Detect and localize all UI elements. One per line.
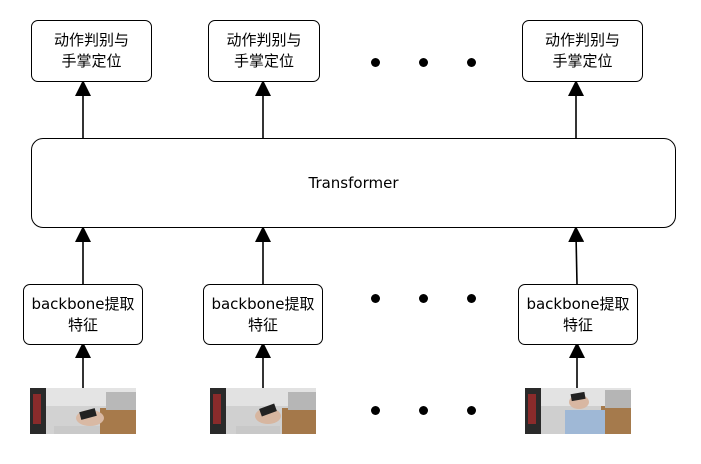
video-frame-thumbnail-icon	[525, 388, 631, 434]
ellipsis-dot	[371, 294, 380, 303]
transformer-label: Transformer	[308, 173, 399, 192]
ellipsis-dot	[419, 294, 428, 303]
transformer-block: Transformer	[31, 138, 676, 228]
ellipsis-dot	[419, 406, 428, 415]
backbone-box-2: backbone提取 特征	[203, 284, 323, 345]
ellipsis-dot	[371, 58, 380, 67]
ellipsis-bottom	[371, 406, 476, 415]
output-box-label: 动作判别与 手掌定位	[226, 31, 302, 70]
output-box-1: 动作判别与 手掌定位	[31, 20, 152, 82]
backbone-box-label: backbone提取 特征	[526, 294, 630, 334]
ellipsis-dot	[467, 406, 476, 415]
backbone-box-1: backbone提取 特征	[23, 284, 143, 345]
output-box-label: 动作判别与 手掌定位	[53, 31, 129, 70]
video-frame-thumbnail-icon	[30, 388, 136, 434]
backbone-box-3: backbone提取 特征	[518, 284, 638, 345]
ellipsis-top	[371, 58, 476, 67]
ellipsis-dot	[467, 294, 476, 303]
arrow-backbone3-transformer	[568, 226, 585, 285]
ellipsis-dot	[467, 58, 476, 67]
ellipsis-middle	[371, 294, 476, 303]
video-frame-1	[30, 388, 136, 434]
ellipsis-dot	[419, 58, 428, 67]
output-box-label: 动作判别与 手掌定位	[544, 31, 620, 70]
video-frame-2	[210, 388, 316, 434]
video-frame-3	[525, 388, 631, 434]
output-box-2: 动作判别与 手掌定位	[208, 20, 320, 82]
ellipsis-dot	[371, 406, 380, 415]
backbone-box-label: backbone提取 特征	[31, 294, 135, 334]
video-frame-thumbnail-icon	[210, 388, 316, 434]
output-box-3: 动作判别与 手掌定位	[522, 20, 643, 82]
backbone-box-label: backbone提取 特征	[211, 294, 315, 334]
